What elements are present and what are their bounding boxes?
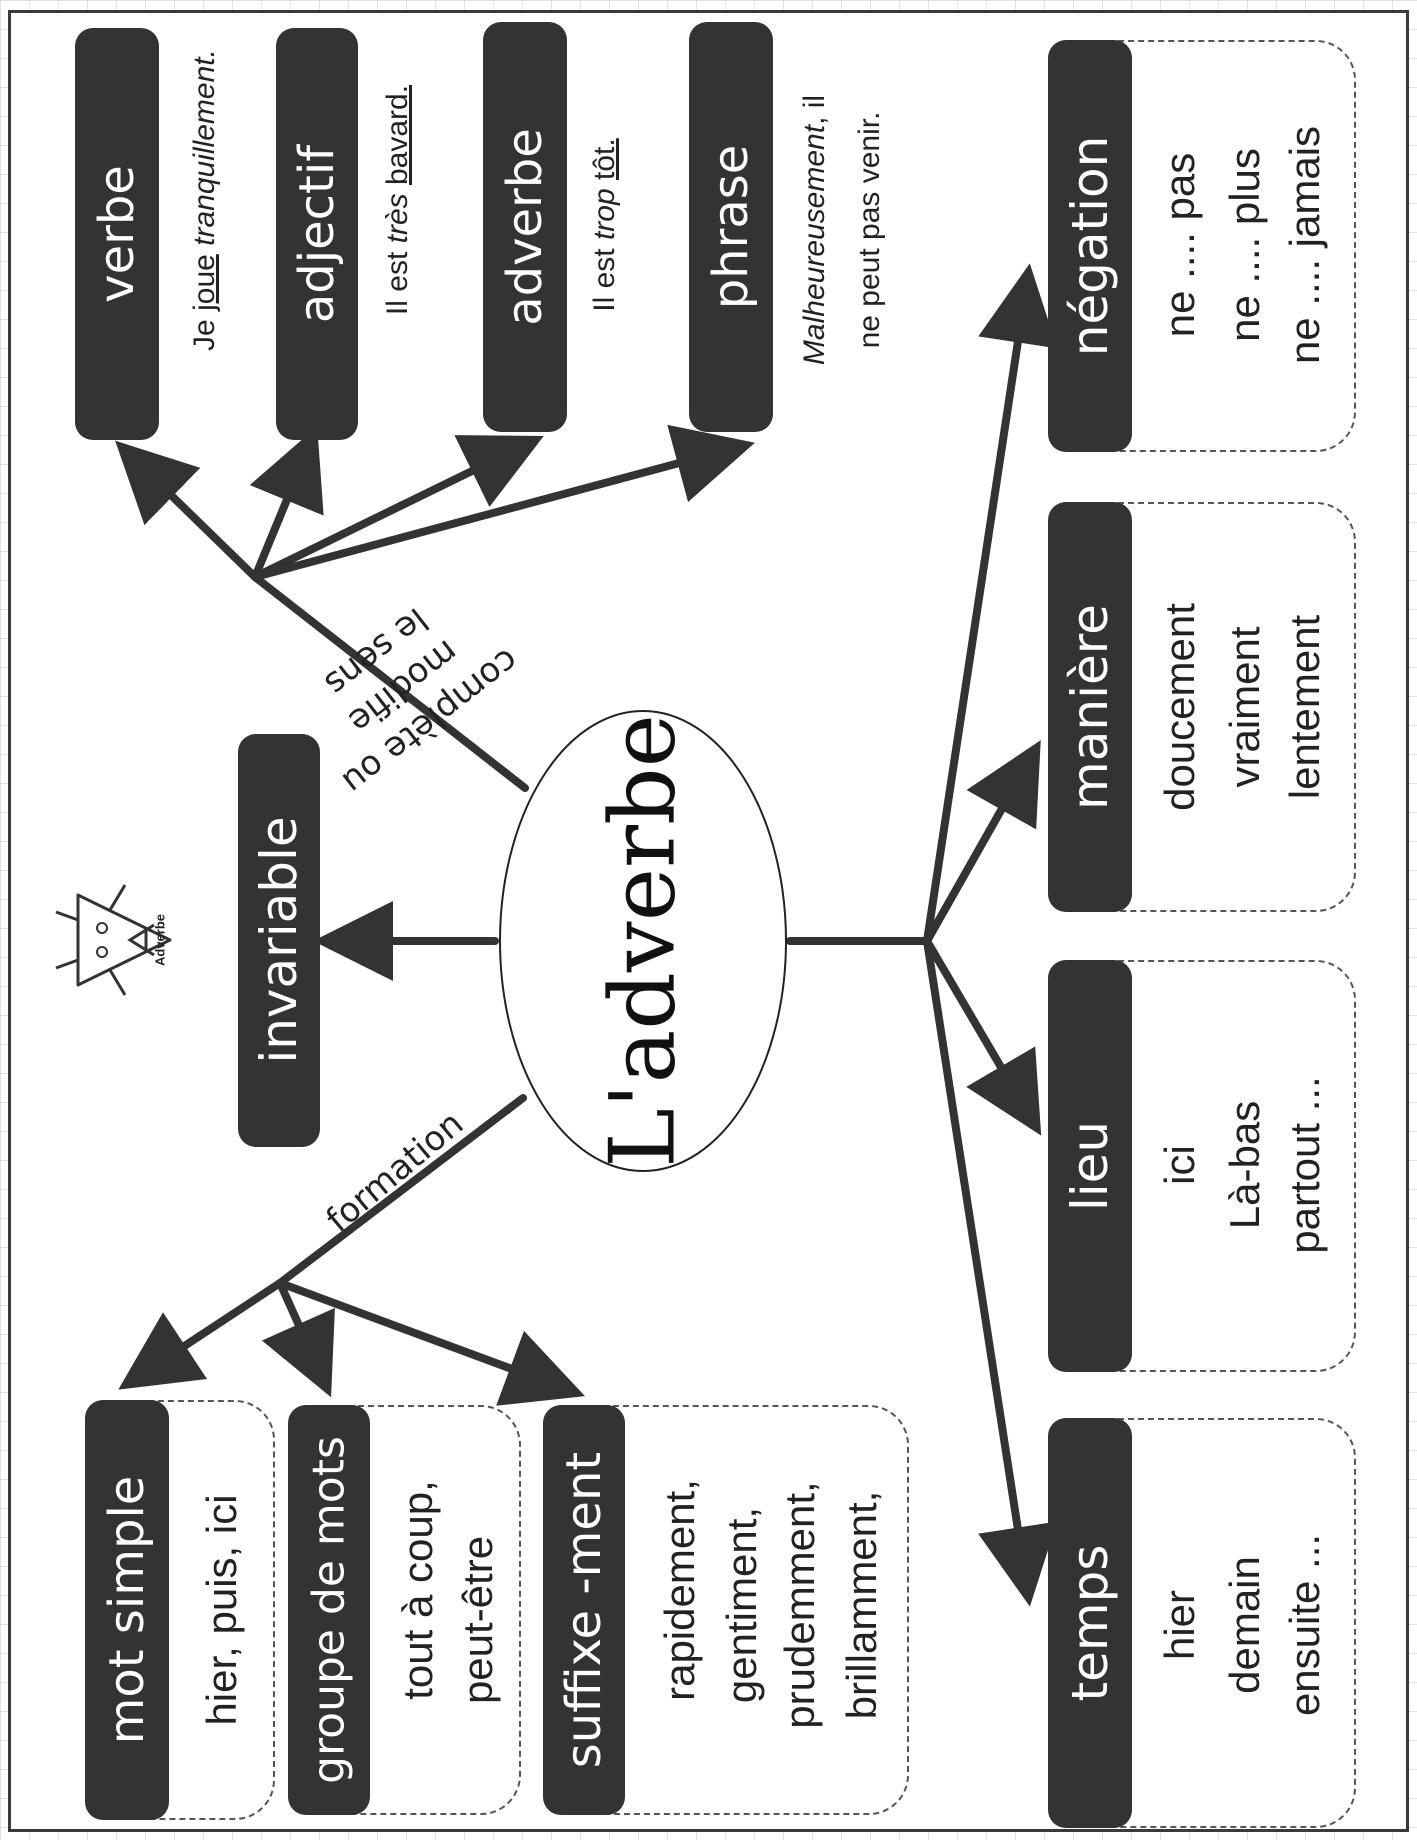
mascot-illustration: Adverbe xyxy=(40,860,220,1020)
lieu-word-2: Là-bas xyxy=(1221,1100,1268,1230)
mot-simple-example: hier, puis, ici xyxy=(198,1494,245,1726)
phrase-example-line-1: Malheureusement, il xyxy=(798,94,831,366)
adjectif-box: adjectif xyxy=(276,28,358,440)
lieu-word-1: ici xyxy=(1156,1145,1203,1185)
temps-word-1: hier xyxy=(1156,1589,1203,1661)
maniere-header: manière xyxy=(1048,502,1132,912)
groupe-de-mots-example-1: tout à coup, xyxy=(394,1480,441,1700)
groupe-de-mots-header: groupe de mots xyxy=(288,1405,370,1815)
arrow-adjectif xyxy=(249,426,324,581)
invariable-label: invariable xyxy=(250,816,308,1064)
arrow-suffixe-ment xyxy=(276,1279,586,1406)
lieu-word-3: partout ... xyxy=(1281,1076,1328,1254)
phrase-example-line-2: ne peut pas venir. xyxy=(853,111,886,349)
adjectif-example: Il est très bavard. xyxy=(381,84,414,316)
verbe-box: verbe xyxy=(75,28,159,440)
negation-word-1: ne .... pas xyxy=(1156,152,1203,338)
arrow-temps xyxy=(923,937,1058,1607)
negation-word-3: ne .... jamais xyxy=(1281,125,1328,365)
center-ellipse xyxy=(499,710,787,1172)
mascot-label: Adverbe xyxy=(152,913,168,967)
suffixe-ment-label: suffixe -ment xyxy=(556,1451,612,1769)
groupe-de-mots-example-2: peut-être xyxy=(454,1535,501,1705)
arrow-adverbe xyxy=(251,435,544,581)
temps-header: temps xyxy=(1048,1418,1132,1828)
negation-word-2: ne .... plus xyxy=(1221,148,1268,342)
adverbe-example: Il est trop tôt. xyxy=(588,138,621,312)
invariable-box: invariable xyxy=(238,734,320,1147)
negation-header: négation xyxy=(1048,40,1132,452)
groupe-de-mots-label: groupe de mots xyxy=(303,1436,355,1784)
suffixe-ment-example-4: brillamment, xyxy=(838,1490,885,1720)
phrase-box: phrase xyxy=(689,22,773,432)
verbe-label: verbe xyxy=(89,165,145,303)
suffixe-ment-example-2: gentiment, xyxy=(718,1506,765,1704)
center-title: L'adverbe xyxy=(590,714,696,1168)
suffixe-ment-example-1: rapidement, xyxy=(656,1479,703,1701)
arrow-groupe-de-mots xyxy=(261,1279,335,1398)
arrow-lieu xyxy=(923,937,1042,1136)
verbe-example: Je joue tranquillement. xyxy=(188,49,221,351)
mot-simple-label: mot simple xyxy=(99,1475,155,1745)
suffixe-ment-header: suffixe -ment xyxy=(543,1405,625,1815)
adverbe-label: adverbe xyxy=(497,128,553,326)
complete-stem xyxy=(251,573,529,792)
arrow-phrase xyxy=(251,424,755,581)
maniere-word-2: vraiment xyxy=(1221,626,1268,788)
phrase-label: phrase xyxy=(703,144,759,310)
temps-word-3: ensuite ... xyxy=(1281,1533,1328,1717)
mot-simple-header: mot simple xyxy=(85,1400,169,1820)
adverbe-box: adverbe xyxy=(483,22,567,432)
arrow-maniere xyxy=(923,740,1041,945)
arrow-negation xyxy=(923,263,1058,945)
formation-stem xyxy=(276,1094,527,1287)
temps-label: temps xyxy=(1061,1544,1119,1702)
adjectif-label: adjectif xyxy=(289,144,345,324)
temps-word-2: demain xyxy=(1221,1556,1268,1694)
maniere-word-3: lentement xyxy=(1281,614,1328,800)
lieu-header: lieu xyxy=(1048,960,1132,1372)
arrow-mot-simple xyxy=(118,1279,284,1390)
maniere-word-1: doucement xyxy=(1156,603,1203,811)
suffixe-ment-example-3: prudemment, xyxy=(776,1481,823,1729)
arrow-verbe xyxy=(115,440,259,581)
lieu-label: lieu xyxy=(1061,1120,1119,1212)
negation-label: négation xyxy=(1061,135,1119,357)
mascot-body xyxy=(76,893,172,987)
maniere-label: manière xyxy=(1061,604,1119,810)
